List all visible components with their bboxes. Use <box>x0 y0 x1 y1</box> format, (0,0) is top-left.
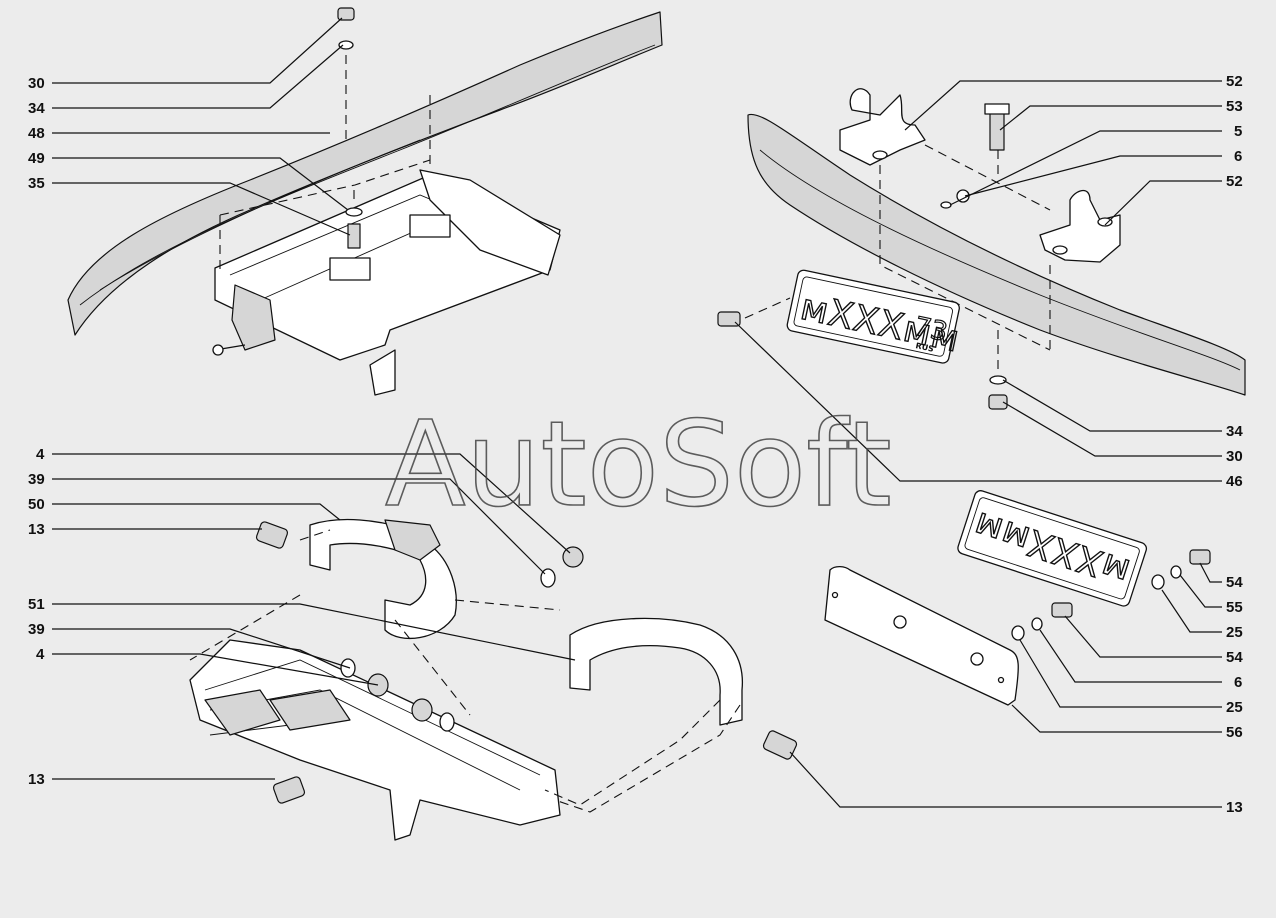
callout-label: 4 <box>36 646 45 663</box>
callout-labels-left-bottom: 4 39 50 13 51 39 4 13 <box>28 446 45 788</box>
frame-cutout <box>269 689 351 731</box>
bolt-54 <box>1189 549 1211 565</box>
leaders-left-bottom <box>52 453 576 780</box>
washer-34 <box>989 375 1007 385</box>
washer-55 <box>1170 565 1182 579</box>
washer-5 <box>940 201 952 209</box>
callout-labels-left-top: 30 34 48 49 35 <box>28 75 45 192</box>
callout-label: 54 <box>1226 649 1243 666</box>
bolt-54 <box>1051 602 1073 618</box>
tow-hook-right <box>1039 189 1121 263</box>
leaders-right-top <box>734 80 1222 482</box>
plate-mount-56 <box>824 565 1019 706</box>
frame-side-rail <box>419 169 561 276</box>
callout-label: 52 <box>1226 173 1243 190</box>
bolt-53 <box>989 109 1005 151</box>
washer-25 <box>1011 625 1025 641</box>
callout-label: 6 <box>1234 674 1242 691</box>
rear-bumper-beam <box>747 113 1246 396</box>
plate-region: 73 <box>912 312 951 348</box>
callout-label: 30 <box>28 75 45 92</box>
callout-label: 51 <box>28 596 45 613</box>
washer-34 <box>338 40 354 50</box>
bolt-13 <box>255 521 289 549</box>
callout-label: 25 <box>1226 699 1243 716</box>
leaders-left-top <box>52 17 351 236</box>
nut-30 <box>337 7 355 21</box>
callout-label: 53 <box>1226 98 1243 115</box>
callout-label: 55 <box>1226 599 1243 616</box>
leaders-right-bottom <box>789 562 1222 808</box>
callout-label: 5 <box>1234 123 1242 140</box>
plate-body <box>786 269 960 364</box>
callout-label: 49 <box>28 150 45 167</box>
callout-label: 39 <box>28 471 45 488</box>
callout-labels-right-top: 52 53 5 6 52 34 30 46 <box>1226 73 1243 490</box>
callout-label: 52 <box>1226 73 1243 90</box>
frame-cutout <box>204 689 281 736</box>
callout-label: 34 <box>28 100 45 117</box>
callout-label: 6 <box>1234 148 1242 165</box>
callout-label: 25 <box>1226 624 1243 641</box>
callout-label: 30 <box>1226 448 1243 465</box>
washer-39 <box>439 712 455 732</box>
callout-label: 13 <box>28 521 45 538</box>
callout-label: 46 <box>1226 473 1243 490</box>
callout-labels-right-bottom: 54 55 25 54 6 25 56 13 <box>1226 574 1243 816</box>
callout-label: 34 <box>1226 423 1243 440</box>
frame-tab <box>369 349 396 396</box>
bolt-13 <box>762 730 798 760</box>
mount-pad <box>409 214 451 238</box>
spare-wheel-bracket-assembly <box>189 518 798 841</box>
bracket-tab <box>384 519 441 561</box>
nut-4 <box>411 698 433 722</box>
washer-25 <box>1151 574 1165 590</box>
callout-label: 50 <box>28 496 45 513</box>
callout-label: 4 <box>36 446 45 463</box>
plate-body <box>957 490 1148 607</box>
tow-hook-left <box>839 88 926 166</box>
frame-rail-lower <box>189 639 561 841</box>
rear-bumper-assembly <box>747 88 1246 410</box>
bracket-51 <box>569 617 744 726</box>
bolt-13 <box>272 776 306 804</box>
callout-label: 54 <box>1226 574 1243 591</box>
washer-39 <box>340 658 356 678</box>
nut-30 <box>988 394 1008 410</box>
callout-label: 56 <box>1226 724 1243 741</box>
license-plate-rear: мXXXмм <box>957 490 1148 607</box>
washer-6 <box>1031 617 1043 631</box>
callout-label: 13 <box>1226 799 1243 816</box>
watermark: AutoSoft <box>385 395 892 533</box>
frame-bracket <box>231 284 276 351</box>
mount-pad <box>329 257 371 281</box>
bolt-35 <box>347 223 361 249</box>
callout-label: 48 <box>28 125 45 142</box>
front-bumper-assembly <box>67 7 663 396</box>
front-bumper-beam <box>67 11 663 336</box>
callout-label: 13 <box>28 771 45 788</box>
callout-label: 35 <box>28 175 45 192</box>
bolt-46 <box>717 311 741 327</box>
callout-label: 39 <box>28 621 45 638</box>
washer-49 <box>345 207 363 217</box>
plate-country: RUS <box>915 341 935 354</box>
